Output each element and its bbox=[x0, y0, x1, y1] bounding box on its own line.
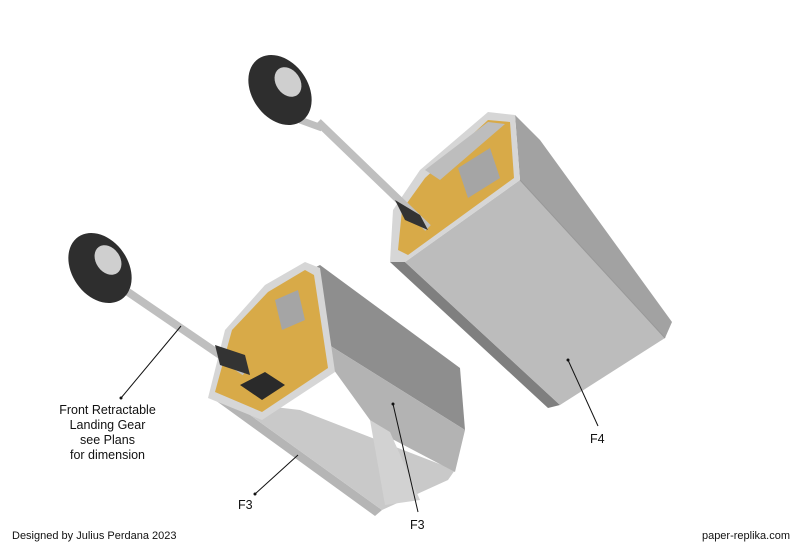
label-line: Front Retractable bbox=[59, 403, 156, 417]
label-line: see Plans bbox=[80, 433, 135, 447]
fuselage-section-f3 bbox=[208, 262, 465, 516]
website-credit: paper-replika.com bbox=[701, 530, 790, 542]
fuselage-section-f4 bbox=[390, 112, 672, 408]
f3-left-label: F3 bbox=[238, 498, 253, 512]
f3-right-label: F3 bbox=[410, 518, 425, 532]
label-line: Landing Gear bbox=[69, 418, 146, 432]
designer-credit: Designed by Julius Perdana 2023 bbox=[12, 530, 177, 542]
landing-gear-lower bbox=[68, 232, 250, 376]
leader-lines bbox=[120, 325, 599, 513]
landing-gear-label: Front Retractable Landing Gear see Plans… bbox=[45, 403, 170, 463]
landing-gear-upper bbox=[248, 54, 431, 231]
label-line: for dimension bbox=[69, 448, 146, 462]
f4-label: F4 bbox=[590, 432, 605, 446]
